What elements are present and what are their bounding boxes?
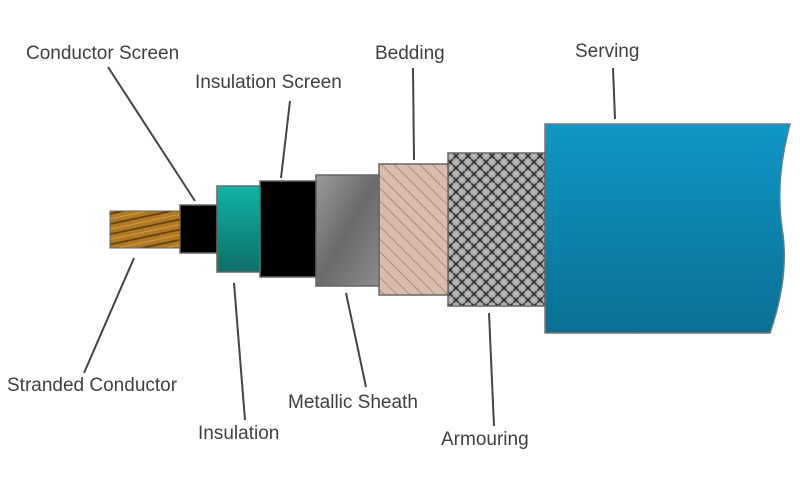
leader-insulation-screen — [280, 100, 291, 179]
label-bedding: Bedding — [375, 43, 445, 64]
leader-stranded-conductor — [83, 257, 135, 374]
armouring-layer — [447, 152, 546, 307]
insulation-layer — [216, 185, 261, 273]
label-conductor-screen: Conductor Screen — [26, 43, 180, 64]
label-serving: Serving — [575, 41, 640, 62]
serving-layer — [544, 123, 791, 334]
leader-serving — [612, 67, 616, 120]
label-stranded-conductor: Stranded Conductor — [7, 375, 178, 396]
label-armouring: Armouring — [441, 429, 529, 450]
leader-conductor-screen — [107, 66, 196, 202]
leader-armouring — [488, 312, 495, 427]
label-insulation-screen: Insulation Screen — [195, 72, 342, 93]
bedding-layer — [378, 163, 449, 296]
stranded-conductor-layer — [109, 210, 181, 249]
insulation-screen-layer — [259, 180, 317, 278]
conductor-screen-layer — [179, 204, 218, 254]
label-metallic-sheath: Metallic Sheath — [288, 392, 418, 413]
leader-metallic-sheath — [345, 292, 367, 388]
leader-bedding — [412, 67, 415, 161]
metallic-sheath-layer — [315, 174, 380, 287]
label-insulation: Insulation — [198, 423, 280, 444]
leader-insulation — [233, 282, 246, 421]
